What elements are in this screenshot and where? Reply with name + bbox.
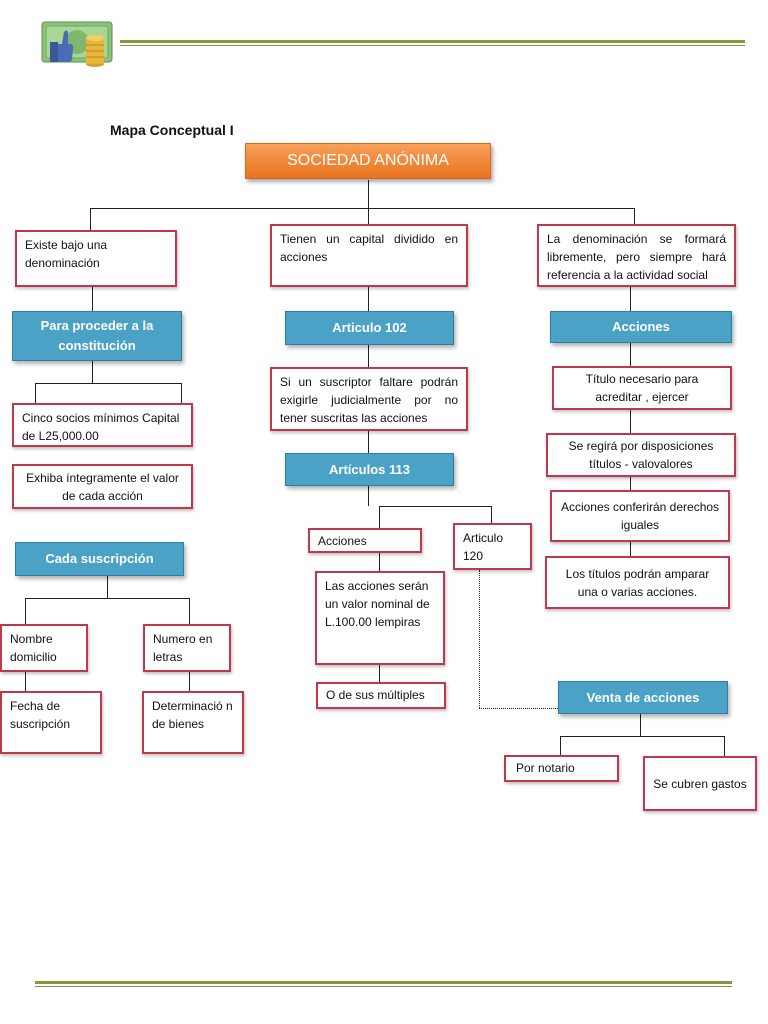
connector: [630, 542, 631, 556]
connector: [25, 598, 189, 599]
connector: [630, 287, 631, 311]
node-articulos-113: Artículos 113: [285, 453, 454, 486]
node-derechos-iguales: Acciones conferirán derechos iguales: [550, 490, 730, 542]
connector: [368, 287, 369, 311]
node-por-notario: Por notario: [504, 755, 619, 782]
node-proceder-constitucion: Para proceder a la constitución: [12, 311, 182, 361]
node-cada-suscripcion: Cada suscripción: [15, 542, 184, 576]
connector: [368, 345, 369, 367]
connector: [379, 506, 491, 507]
node-denominacion: Existe bajo una denominación: [15, 230, 177, 287]
connector: [189, 672, 190, 691]
node-disposiciones: Se regirá por disposiciones títulos - va…: [546, 433, 736, 477]
connector: [368, 180, 369, 208]
node-numero-letras: Numero en letras: [143, 624, 231, 672]
connector: [90, 208, 91, 231]
connector: [368, 431, 369, 453]
connector: [379, 665, 380, 682]
node-acciones-blue: Acciones: [550, 311, 732, 343]
connector: [368, 208, 369, 224]
connector: [630, 343, 631, 366]
header-rule-thin: [120, 45, 745, 46]
node-exhiba-valor: Exhiba íntegramente el valor de cada acc…: [12, 464, 193, 509]
money-thumbs-up-logo: [40, 20, 114, 68]
node-capital-dividido: Tienen un capital dividido en acciones: [270, 224, 468, 287]
connector: [379, 553, 380, 571]
connector: [634, 208, 635, 224]
root-node: SOCIEDAD ANÓNIMA: [245, 143, 491, 179]
footer-rule-thin: [35, 986, 732, 987]
footer-rule: [35, 981, 732, 984]
connector: [90, 208, 634, 209]
node-articulo-120: Articulo 120: [453, 523, 532, 570]
connector: [92, 287, 93, 311]
node-determinacion-bienes: Determinació n de bienes: [142, 691, 244, 754]
connector: [25, 598, 26, 624]
node-titulos-amparar: Los títulos podrán amparar una o varias …: [545, 556, 730, 609]
node-cinco-socios: Cinco socios mínimos Capital de L25,000.…: [12, 403, 193, 447]
node-multiples: O de sus múltiples: [316, 682, 446, 709]
connector: [107, 576, 108, 598]
node-valor-nominal: Las acciones serán un valor nominal de L…: [315, 571, 445, 665]
connector: [379, 506, 380, 528]
connector: [35, 383, 181, 384]
header-rule: [120, 40, 745, 43]
node-fecha-suscripcion: Fecha de suscripción: [0, 691, 102, 754]
dashed-connector: [479, 708, 558, 709]
connector: [640, 714, 641, 736]
node-suscriptor-faltare: Si un suscriptor faltare podrán exigirle…: [270, 367, 468, 431]
node-titulo-necesario: Título necesario para acreditar , ejerce…: [552, 366, 732, 410]
connector: [368, 486, 369, 506]
connector: [181, 383, 182, 403]
connector: [491, 506, 492, 523]
connector: [724, 736, 725, 756]
connector: [560, 736, 724, 737]
node-cubren-gastos: Se cubren gastos: [643, 756, 757, 811]
dashed-connector: [479, 570, 480, 708]
node-articulo-102: Articulo 102: [285, 311, 454, 345]
connector: [630, 410, 631, 433]
connector: [35, 383, 36, 403]
map-title: Mapa Conceptual I: [110, 122, 234, 138]
connector: [25, 672, 26, 691]
connector: [189, 598, 190, 624]
connector: [630, 477, 631, 490]
node-venta-acciones: Venta de acciones: [558, 681, 728, 714]
node-denominacion-libre: La denominación se formará libremente, p…: [537, 224, 736, 287]
node-acciones: Acciones: [308, 528, 422, 553]
connector: [560, 736, 561, 756]
node-nombre-domicilio: Nombre domicilio: [0, 624, 88, 672]
connector: [92, 361, 93, 383]
